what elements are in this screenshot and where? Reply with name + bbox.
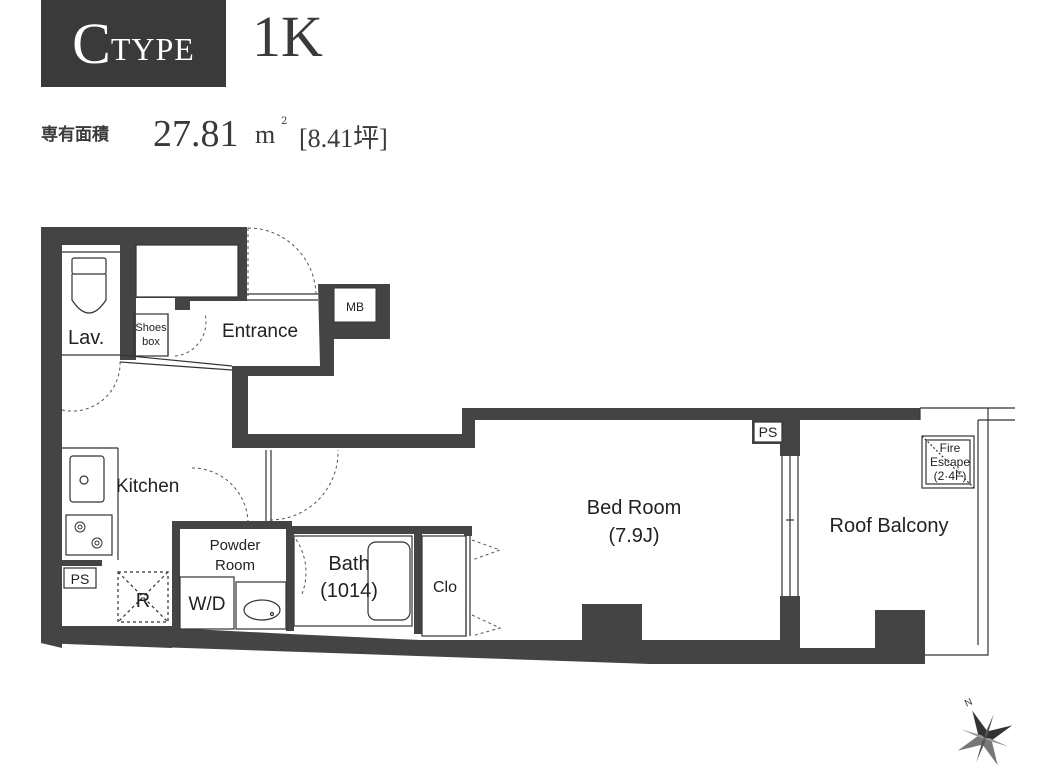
plan-type-badge: C TYPE: [41, 0, 226, 87]
door-swing-entrance: [247, 227, 317, 297]
washbasin: [235, 581, 287, 630]
refrigerator: [117, 571, 169, 623]
label-washer: W/D: [189, 594, 226, 615]
door-swing-bath: [291, 533, 307, 595]
label-powder-line1: Powder: [210, 537, 261, 554]
stove: [65, 514, 113, 556]
wall-balcony-top: [780, 420, 800, 456]
label-bedroom-line2: (7.9J): [608, 525, 659, 547]
plan-code: 1K: [252, 4, 323, 69]
door-swing-corridor: [269, 449, 339, 521]
label-bath-line2: (1014): [320, 580, 378, 602]
door-swing-shoes: [174, 313, 207, 357]
floor-area-tsubo: [8.41坪]: [299, 124, 388, 153]
compass-icon: N: [957, 697, 1013, 766]
label-balcony: Roof Balcony: [830, 515, 949, 537]
type-word: TYPE: [110, 31, 195, 67]
toilet-bowl: [71, 274, 107, 314]
floor-area-value: 27.81: [153, 113, 239, 155]
label-bedroom-line1: Bed Room: [587, 497, 682, 519]
wall-balcony-bottom: [780, 596, 800, 648]
label-bath-line1: Bath: [328, 553, 369, 575]
toilet-tank: [71, 257, 107, 275]
wall-clo-left: [414, 534, 422, 634]
floor-area-unit-sup: 2: [281, 116, 288, 127]
compass-north-label: N: [963, 697, 974, 710]
label-powder-line2: Room: [215, 557, 255, 574]
pillar-bedroom: [582, 604, 642, 644]
label-shoes-line2: box: [142, 336, 160, 348]
wall-top: [41, 227, 247, 245]
label-fire-line3: (2·4F): [934, 469, 967, 483]
kitchen-sink: [69, 455, 105, 503]
washer-dryer: [179, 576, 235, 630]
wall-bath-top: [292, 526, 472, 534]
walls: [41, 227, 925, 664]
door-swing-powder: [191, 467, 249, 522]
floor-area-label: 専有面積: [41, 125, 109, 145]
door-swing-clo-bottom: [471, 614, 502, 637]
wall-corridor-left: [232, 366, 248, 448]
label-ps-top: PS: [759, 424, 778, 440]
bathtub: [367, 541, 411, 621]
wall-left: [41, 227, 62, 648]
pillar-balcony: [875, 610, 925, 655]
storage-upper: [135, 244, 239, 298]
label-kitchen: Kitchen: [116, 476, 179, 497]
label-ps-left: PS: [71, 571, 90, 587]
floor-area-unit: m: [255, 120, 276, 149]
bath-unit: [293, 535, 413, 627]
wall-bedroom-top: [232, 408, 920, 448]
label-closet: Clo: [433, 579, 457, 596]
ps-left-box: [63, 567, 97, 589]
mb-box: [333, 287, 377, 323]
wall-lav-right: [120, 245, 136, 360]
label-lav: Lav.: [68, 327, 104, 349]
fire-escape: [921, 435, 975, 489]
label-refrigerator: R: [136, 590, 150, 612]
label-mb: MB: [346, 300, 364, 314]
wall-powder-top: [172, 521, 292, 529]
label-fire-line2: Escape: [930, 455, 970, 469]
door-swing-lav: [61, 359, 121, 412]
door-swing-clo-top: [471, 539, 502, 561]
type-initial: C: [72, 10, 111, 76]
wall-bottom: [41, 627, 925, 664]
label-entrance: Entrance: [222, 321, 298, 342]
ps-top-box: [753, 421, 783, 443]
shoes-box: [133, 313, 169, 357]
label-fire-line1: Fire: [940, 441, 961, 455]
label-shoes-line1: Shoes: [135, 322, 167, 334]
